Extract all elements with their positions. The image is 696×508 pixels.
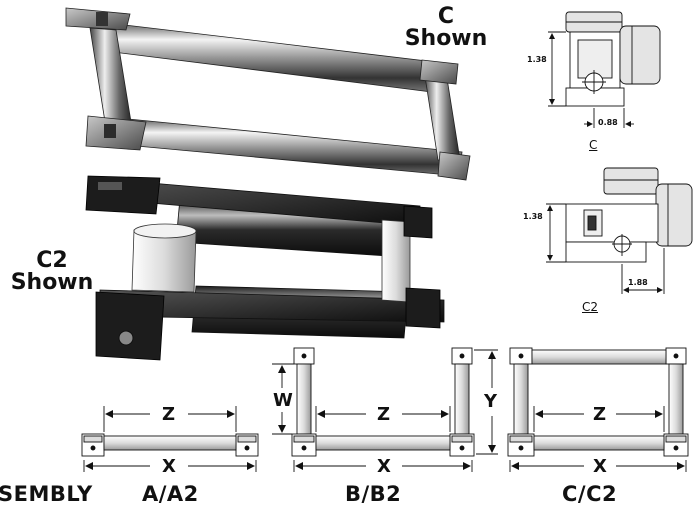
c2-detail-caption: C2 bbox=[582, 300, 599, 314]
assembly-section-title: SEMBLY bbox=[0, 482, 93, 506]
c-shown-label: C Shown bbox=[400, 6, 492, 50]
c-height-dim: 1.38 bbox=[527, 55, 547, 64]
assembly-c-label: C/C2 bbox=[562, 482, 618, 506]
c2-width-dim: 1.88 bbox=[628, 278, 648, 287]
c2-shown-line1: C2 bbox=[36, 248, 68, 273]
detail-drawing-c2 bbox=[546, 167, 693, 294]
c2-shown-label: C2 Shown bbox=[2, 250, 102, 294]
c2-assembly-photo bbox=[85, 175, 445, 361]
b-z-dim: Z bbox=[377, 404, 391, 425]
detail-drawing-c bbox=[548, 11, 661, 128]
c2-height-dim: 1.38 bbox=[523, 212, 543, 221]
c-z-dim: Z bbox=[593, 404, 607, 425]
c2-shown-line2: Shown bbox=[10, 270, 94, 295]
assembly-a-drawing bbox=[81, 406, 259, 472]
a-z-dim: Z bbox=[162, 404, 176, 425]
b-y-dim: Y bbox=[484, 391, 498, 412]
assembly-a-label: A/A2 bbox=[142, 482, 199, 506]
c-x-dim: X bbox=[593, 456, 607, 477]
c-shown-line2: Shown bbox=[404, 26, 488, 51]
a-x-dim: X bbox=[162, 456, 176, 477]
c-shown-line1: C bbox=[437, 4, 455, 29]
assembly-b-label: B/B2 bbox=[345, 482, 402, 506]
c-detail-caption: C bbox=[589, 138, 598, 152]
assembly-c-drawing bbox=[507, 347, 689, 472]
b-x-dim: X bbox=[377, 456, 391, 477]
b-w-dim: W bbox=[273, 390, 293, 411]
c-assembly-photo bbox=[65, 7, 471, 181]
c-width-dim: 0.88 bbox=[598, 118, 618, 127]
assembly-b-drawing bbox=[272, 347, 498, 472]
